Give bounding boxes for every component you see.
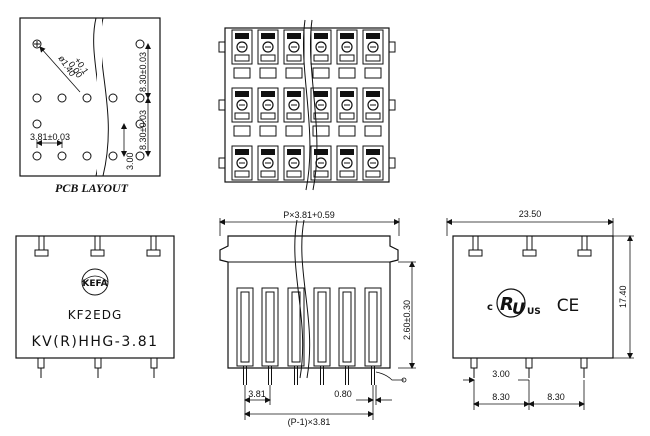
front-top-dim: P×3.81+0.59: [283, 210, 335, 220]
top-terminal-cell: [362, 87, 384, 123]
top-side-tab: [218, 99, 226, 111]
side-top-pins: [34, 236, 161, 257]
right-body-outline: [452, 235, 614, 359]
ul-cert-mark: c R U US: [487, 288, 541, 318]
side-bottom-pins: [37, 357, 158, 378]
svg-text:US: US: [527, 307, 541, 317]
front-pin-dim: 0.80: [334, 389, 352, 399]
top-terminal-cell: [310, 145, 332, 181]
pcb-row-pitch-1: 8.30±0.03: [138, 52, 148, 92]
top-side-tab: [218, 41, 226, 53]
top-terminal-cell: [257, 145, 279, 181]
svg-text:U: U: [512, 299, 525, 318]
top-terminal-cell: [310, 29, 332, 65]
pcb-holes: [32, 39, 145, 161]
kefa-logo-text: KEFA: [82, 279, 107, 289]
svg-text:R: R: [500, 294, 514, 315]
model-label: KF2EDG: [68, 308, 123, 322]
pcb-edge-dim: 3.00: [125, 152, 135, 170]
front-slot: [364, 287, 382, 385]
pcb-layout-caption: PCB LAYOUT: [55, 181, 129, 195]
front-bottom-dim: (P-1)×3.81: [288, 417, 331, 427]
top-gap-slot: [312, 125, 330, 137]
top-side-tab: [388, 99, 396, 111]
front-height-dim: 2.60±0.30: [402, 300, 412, 340]
top-terminal-cell: [231, 29, 253, 65]
right-height-dim: 17.40: [618, 285, 628, 308]
side-view: KEFA KF2EDG KV(R)HHG-3.81: [15, 235, 175, 378]
right-pitch-left: 8.30: [492, 392, 510, 402]
top-gap-slot: [338, 125, 356, 137]
front-slot: [338, 287, 356, 385]
front-body-outline: [219, 235, 399, 369]
pcb-row-pitch-2: 8.30±0.03: [138, 110, 148, 150]
top-side-tab: [388, 41, 396, 53]
top-view: [218, 19, 396, 191]
top-gap-slot: [259, 125, 277, 137]
top-terminal-cell: [336, 87, 358, 123]
front-pitch-dim: 3.81: [248, 389, 266, 399]
front-view: P×3.81+0.59 2.60±0.30 3.81 0.80 (P-1)×3.…: [219, 210, 416, 427]
top-terminal-cell: [283, 87, 305, 123]
front-slot: [261, 287, 279, 385]
top-terminal-cell: [362, 29, 384, 65]
top-gap-slot: [233, 125, 251, 137]
top-side-tab: [388, 157, 396, 169]
top-terminal-cell: [336, 29, 358, 65]
right-width-dim: 23.50: [519, 209, 542, 219]
top-terminal-cell: [231, 87, 253, 123]
right-view: 23.50 c R U US CE 17.40: [446, 209, 634, 410]
top-gap-slot: [285, 125, 303, 137]
top-side-tab: [218, 157, 226, 169]
top-terminal-cell: [336, 145, 358, 181]
top-gap-slot: [364, 125, 382, 137]
pcb-layout-view: ø1.40 +0.1 0.00 3.81±0.03 8.30±0.03 8.30…: [19, 17, 161, 195]
svg-text:c: c: [487, 302, 493, 313]
front-slot: [313, 287, 331, 385]
ce-cert-mark: CE: [557, 296, 580, 316]
top-gap-slot: [259, 67, 277, 79]
top-terminal-cell: [362, 145, 384, 181]
top-terminal-cell: [231, 145, 253, 181]
top-gap-slot: [285, 67, 303, 79]
pcb-pitch-dim: 3.81±0.03: [30, 132, 70, 142]
top-terminal-cell: [310, 87, 332, 123]
right-top-pins: [468, 236, 592, 257]
top-gap-slot: [364, 67, 382, 79]
top-gap-slot: [338, 67, 356, 79]
top-gap-slot: [233, 67, 251, 79]
top-gap-slot: [312, 67, 330, 79]
top-terminal-cell: [257, 87, 279, 123]
right-offset-dim: 3.00: [492, 369, 510, 379]
right-bottom-pins: [470, 357, 588, 378]
front-slot: [287, 287, 305, 385]
top-terminal-cell: [283, 145, 305, 181]
top-body-outline: [224, 27, 390, 183]
front-slots: [236, 287, 382, 385]
series-label: KV(R)HHG-3.81: [31, 334, 158, 350]
top-terminal-cell: [257, 29, 279, 65]
front-slot: [236, 287, 254, 385]
top-terminal-cell: [283, 29, 305, 65]
right-pitch-right: 8.30: [547, 392, 565, 402]
pcb-outline: [19, 17, 161, 177]
